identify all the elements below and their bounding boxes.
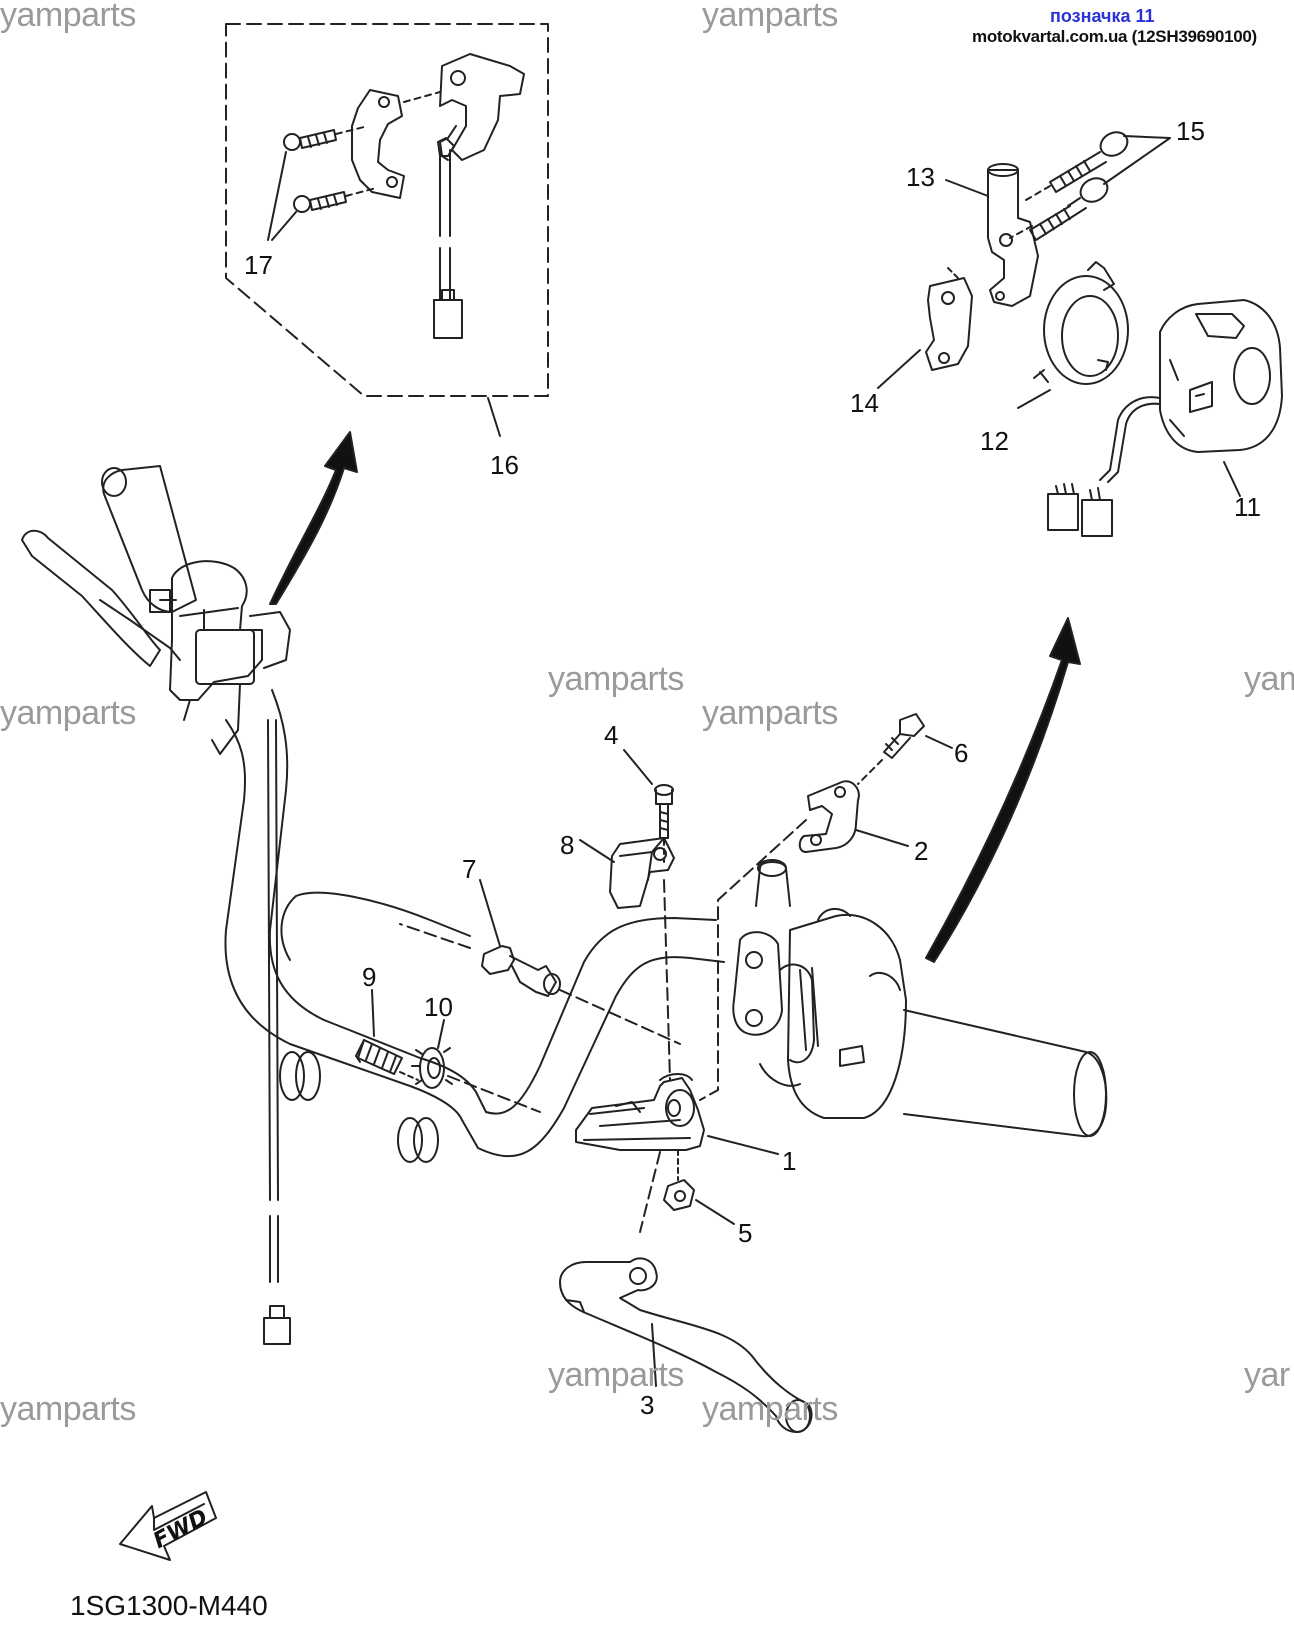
bolt-15a	[1049, 131, 1129, 193]
callout-10: 10	[424, 992, 453, 1022]
leader-1	[707, 1135, 779, 1155]
leader-5	[695, 1199, 735, 1225]
callout-6: 6	[954, 738, 969, 768]
bolt-4	[654, 784, 674, 839]
holder-13	[987, 169, 1039, 307]
left-wire	[267, 719, 279, 1201]
right-clamp-13	[755, 861, 791, 907]
leader-14	[877, 349, 921, 389]
switch-8	[609, 837, 675, 909]
callout-1: 1	[782, 1146, 797, 1176]
callout-3: 3	[640, 1390, 655, 1420]
leader-12	[1017, 389, 1051, 409]
bracket-2	[798, 780, 860, 853]
callout-4: 4	[604, 720, 619, 750]
callout-17: 17	[244, 250, 273, 280]
watermark: yamparts	[702, 694, 838, 732]
watermark: yam	[1244, 660, 1294, 698]
inset-frame-16	[225, 23, 549, 397]
leader-15	[1103, 135, 1171, 185]
callout-7: 7	[462, 854, 477, 884]
clamp-bracket-part	[351, 89, 405, 199]
leader-6	[925, 735, 953, 749]
switch-housing-part	[439, 53, 525, 161]
leader-13	[945, 179, 989, 197]
leader-16	[487, 397, 501, 437]
leader-4	[623, 749, 653, 785]
nut-10	[411, 1047, 453, 1089]
watermark: yamparts	[548, 660, 684, 698]
watermark: yar	[1244, 1356, 1290, 1394]
arrow-to-inset	[269, 431, 358, 605]
leader-2	[855, 829, 909, 847]
watermark: yamparts	[702, 0, 838, 34]
ring-12	[1043, 275, 1129, 385]
bolt-6	[883, 713, 925, 759]
adjuster-9	[355, 1039, 403, 1075]
watermark: yamparts	[0, 694, 136, 732]
watermark: yamparts	[548, 1356, 684, 1394]
watermark: yamparts	[0, 1390, 136, 1428]
master-cylinder	[169, 560, 263, 701]
callout-12: 12	[980, 426, 1009, 456]
screw-17b	[293, 191, 347, 213]
callout-15: 15	[1176, 116, 1205, 146]
header-label: позначка 11	[1050, 6, 1155, 26]
clamp-14	[925, 277, 973, 371]
arrow-to-switch	[925, 617, 1081, 963]
lever-holder-1	[575, 1077, 705, 1151]
callout-14: 14	[850, 388, 879, 418]
switch-7	[481, 945, 561, 997]
switch-assembly-11	[1159, 299, 1283, 453]
leader-11	[1223, 461, 1241, 497]
callout-5: 5	[738, 1218, 753, 1248]
leader-10	[437, 1019, 445, 1049]
leader-3	[651, 1323, 657, 1387]
right-switch-housing	[787, 913, 907, 1119]
handlebar	[224, 719, 725, 1158]
leader-17	[267, 151, 297, 241]
left-lever	[21, 529, 161, 667]
callout-13: 13	[906, 162, 935, 192]
watermark: yamparts	[702, 1390, 838, 1428]
leader-8	[579, 839, 615, 863]
header-reference: motokvartal.com.ua (12SH39690100)	[972, 27, 1257, 46]
leader-7	[479, 879, 501, 947]
callout-16: 16	[490, 450, 519, 480]
callout-8: 8	[560, 830, 575, 860]
callout-2: 2	[914, 836, 929, 866]
diagram-code: 1SG1300-M440	[70, 1590, 268, 1621]
fwd-arrow	[119, 1491, 217, 1561]
callout-9: 9	[362, 962, 377, 992]
wire-part	[439, 149, 451, 237]
callout-11: 11	[1234, 492, 1261, 522]
connector-part	[433, 299, 463, 339]
left-grip	[102, 465, 197, 613]
screw-17a	[283, 129, 337, 151]
leader-9	[371, 989, 375, 1037]
watermark: yamparts	[0, 0, 136, 34]
nut-5	[663, 1179, 695, 1211]
